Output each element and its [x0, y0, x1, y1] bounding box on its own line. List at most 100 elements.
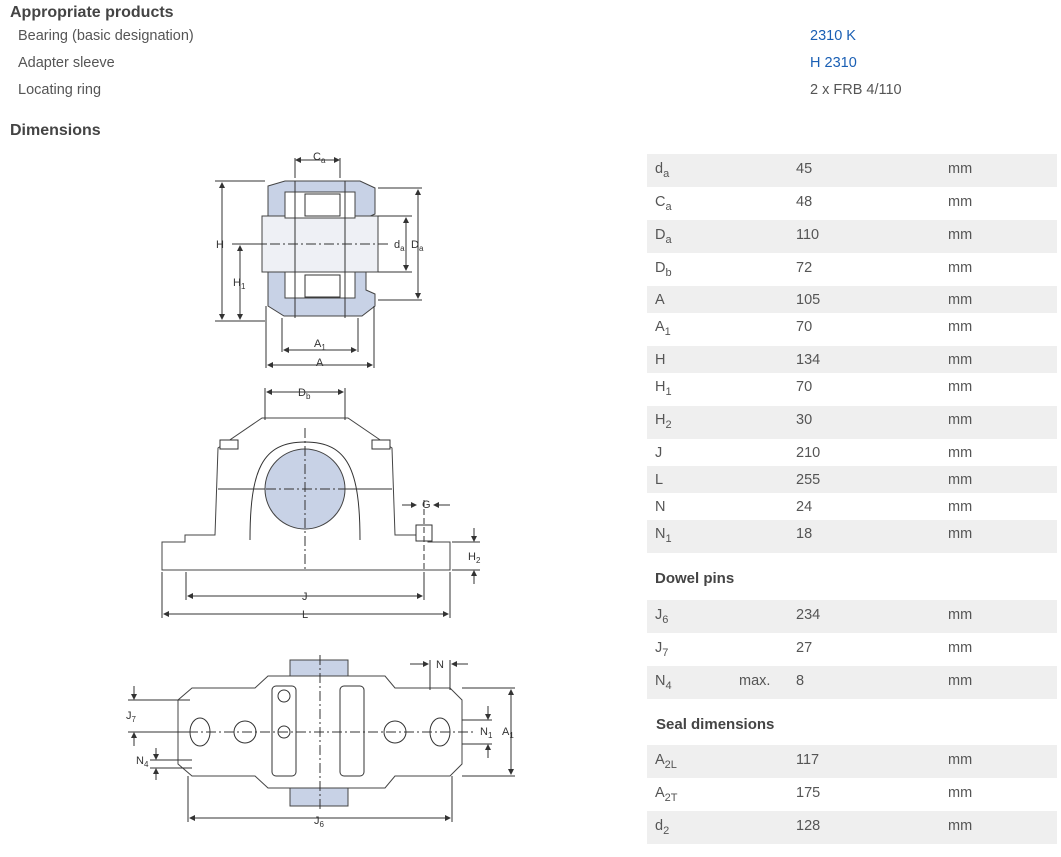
dimension-value: 255 — [796, 472, 821, 488]
dimension-value: 110 — [796, 227, 820, 243]
seal-row: A2L 117 mm — [647, 745, 1057, 778]
dowel-unit: mm — [948, 607, 973, 623]
seal-symbol: A2L — [655, 752, 677, 771]
dowel-row: J6 234 mm — [647, 600, 1057, 633]
plan-view — [128, 655, 515, 822]
label-n: N — [436, 659, 444, 671]
dimension-unit: mm — [948, 227, 973, 243]
dimension-unit: mm — [948, 379, 973, 395]
label-ca: Ca — [313, 151, 326, 165]
dimension-unit: mm — [948, 319, 973, 335]
dimension-value: 70 — [796, 379, 813, 395]
dimension-row: H2 30 mm — [647, 406, 1057, 439]
dowel-value: 27 — [796, 640, 813, 656]
dimension-value: 134 — [796, 352, 821, 368]
dimension-symbol: da — [655, 161, 670, 180]
label-j6: J6 — [314, 815, 325, 829]
bearing-designation-link[interactable]: 2310 K — [810, 28, 856, 44]
dowel-value: 234 — [796, 607, 821, 623]
dimension-unit: mm — [948, 445, 973, 461]
label-j7: J7 — [126, 710, 137, 724]
dimension-value: 48 — [796, 194, 813, 210]
dowel-symbol: J7 — [655, 640, 669, 659]
dimension-symbol: N1 — [655, 526, 672, 545]
dowel-row: J7 27 mm — [647, 633, 1057, 666]
seal-row: d2 128 mm — [647, 811, 1057, 844]
label-g: G — [422, 499, 431, 511]
label-h: H — [216, 239, 224, 251]
label-a1: A1 — [314, 338, 326, 352]
label-da-small: da — [394, 239, 405, 253]
label-n1: N1 — [480, 726, 493, 740]
dowel-qualifier: max. — [739, 673, 771, 689]
dimension-unit: mm — [948, 472, 973, 488]
plummer-block-drawing: Ca da Da H H1 A1 A Db G H2 J L N J7 N4 N… — [126, 151, 515, 829]
dimension-row: H1 70 mm — [647, 373, 1057, 406]
seal-value: 128 — [796, 818, 821, 834]
dimension-unit: mm — [948, 161, 973, 177]
dimension-symbol: N — [655, 499, 666, 515]
appropriate-products-heading: Appropriate products — [10, 4, 174, 21]
locating-ring-label: Locating ring — [18, 82, 102, 98]
dimension-value: 105 — [796, 292, 821, 308]
dimension-symbol: Db — [655, 260, 672, 279]
dimension-row: J 210 mm — [647, 439, 1057, 466]
dimension-row: N1 18 mm — [647, 520, 1057, 553]
dimension-value: 70 — [796, 319, 813, 335]
seal-unit: mm — [948, 818, 973, 834]
seal-value: 175 — [796, 785, 821, 801]
dimension-unit: mm — [948, 526, 973, 542]
seal-unit: mm — [948, 752, 973, 768]
dimension-unit: mm — [948, 260, 973, 276]
dimension-row: L 255 mm — [647, 466, 1057, 493]
adapter-sleeve-link[interactable]: H 2310 — [810, 55, 857, 71]
label-h1: H1 — [233, 277, 246, 291]
dimension-value: 30 — [796, 412, 813, 428]
dimension-row: A1 70 mm — [647, 313, 1057, 346]
seal-symbol: A2T — [655, 785, 678, 804]
dimension-value: 45 — [796, 161, 813, 177]
locating-ring-value: 2 x FRB 4/110 — [810, 82, 902, 98]
dimension-symbol: H2 — [655, 412, 672, 431]
dimension-symbol: L — [655, 472, 664, 488]
dimension-value: 24 — [796, 499, 813, 515]
dimensions-heading: Dimensions — [10, 122, 101, 139]
dimension-symbol: Da — [655, 227, 672, 246]
dimension-symbol: A1 — [655, 319, 671, 338]
label-l: L — [302, 609, 308, 621]
dimension-row: Da 110 mm — [647, 220, 1057, 253]
dimension-symbol: A — [655, 292, 665, 308]
dowel-unit: mm — [948, 673, 973, 689]
dowel-symbol: N4 — [655, 673, 672, 692]
dimension-row: H 134 mm — [647, 346, 1057, 373]
dimension-symbol: J — [655, 445, 663, 461]
label-j: J — [302, 591, 308, 603]
dimension-value: 210 — [796, 445, 821, 461]
label-a: A — [316, 357, 324, 369]
dimension-unit: mm — [948, 352, 973, 368]
dimension-row: da 45 mm — [647, 154, 1057, 187]
dimension-unit: mm — [948, 194, 973, 210]
dowel-pins-heading: Dowel pins — [655, 570, 735, 587]
seal-unit: mm — [948, 785, 973, 801]
label-da-large: Da — [411, 239, 424, 253]
dimension-symbol: H — [655, 352, 666, 368]
dimension-unit: mm — [948, 499, 973, 515]
dimension-value: 72 — [796, 260, 813, 276]
dimension-row: A 105 mm — [647, 286, 1057, 313]
dimension-row: Ca 48 mm — [647, 187, 1057, 220]
dimension-row: Db 72 mm — [647, 253, 1057, 286]
adapter-sleeve-label: Adapter sleeve — [18, 55, 115, 71]
seal-dimensions-heading: Seal dimensions — [656, 716, 775, 733]
dowel-value: 8 — [796, 673, 805, 689]
dimension-symbol: H1 — [655, 379, 672, 398]
dowel-symbol: J6 — [655, 607, 669, 626]
seal-value: 117 — [796, 752, 820, 768]
dimension-unit: mm — [948, 412, 973, 428]
bearing-label: Bearing (basic designation) — [18, 28, 194, 44]
label-db: Db — [298, 387, 311, 401]
dowel-row: N4 max. 8 mm — [647, 666, 1057, 699]
dowel-unit: mm — [948, 640, 973, 656]
label-a1-plan: A1 — [502, 726, 514, 740]
dimension-symbol: Ca — [655, 194, 672, 213]
